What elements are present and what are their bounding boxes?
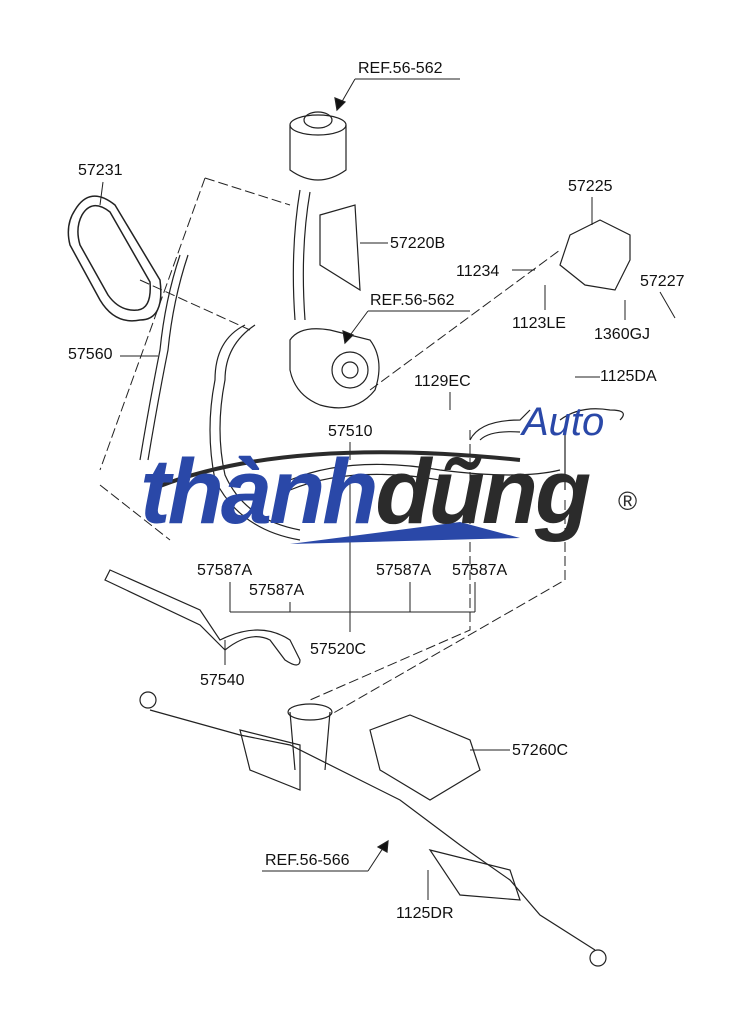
label-1125da: 1125DA	[600, 368, 657, 385]
label-57220b: 57220B	[390, 235, 446, 252]
label-57227: 57227	[640, 273, 685, 290]
hoses-drawing	[104, 254, 624, 666]
reservoir-drawing	[289, 111, 361, 321]
label-1123le: 1123LE	[512, 315, 566, 332]
label-57260c: 57260C	[512, 742, 569, 759]
heat-shield-drawing	[369, 714, 481, 801]
leader-lines	[99, 78, 676, 900]
logo-auto: Auto	[522, 400, 605, 444]
bracket-drawing	[559, 219, 631, 291]
label-ref-56-562: REF.56-562	[358, 60, 443, 77]
arrow-head	[334, 97, 347, 112]
label-57510: 57510	[328, 423, 373, 440]
label-57560: 57560	[68, 346, 113, 363]
label-57587a: 57587A	[197, 562, 253, 579]
steering-rack-drawing	[139, 691, 607, 967]
pump-drawing	[289, 328, 380, 409]
label-57520c: 57520C	[310, 641, 367, 658]
label-57225: 57225	[568, 178, 613, 195]
arrow-head	[376, 839, 389, 853]
label-57540: 57540	[200, 672, 245, 689]
label-ref-56-562-pump: REF.56-562	[370, 292, 455, 309]
label-ref-56-566: REF.56-566	[265, 852, 350, 869]
logo-text: thànhdũng	[140, 441, 591, 543]
arrow-head	[342, 330, 355, 345]
connection-lines	[99, 177, 566, 716]
label-57231: 57231	[78, 162, 123, 179]
label-1129ec: 1129EC	[414, 373, 471, 390]
label-57587a: 57587A	[452, 562, 508, 579]
belt-drawing	[67, 195, 162, 322]
registered-mark: ®	[618, 486, 638, 516]
swoosh-icon	[159, 450, 521, 544]
label-11234: 11234	[456, 263, 500, 280]
label-1360gj: 1360GJ	[594, 326, 651, 343]
label-57587a: 57587A	[376, 562, 432, 579]
label-1125dr: 1125DR	[396, 905, 454, 922]
watermark-logo: thànhdũng Auto ®	[140, 400, 640, 546]
label-57587a: 57587A	[249, 582, 305, 599]
